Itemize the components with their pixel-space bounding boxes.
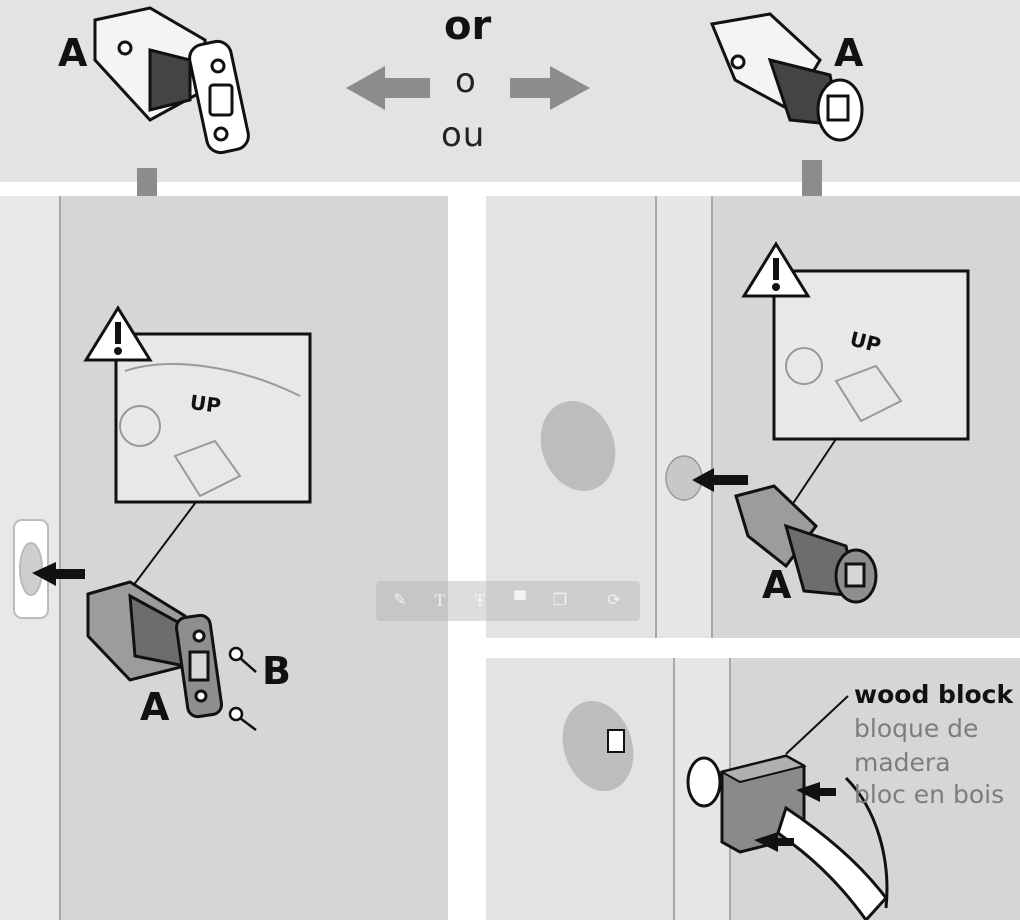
latch-label-right: A [762,563,792,607]
annotation-toolbar: ✎ T Ŧ ▀ ❐ ⟳ [376,581,640,621]
or-english: or [444,3,492,49]
layers-icon[interactable]: ❐ [552,592,568,609]
wood-block-panel: wood block bloque de madera bloc en bois [486,658,1020,920]
arrow-left-icon [346,66,430,110]
wood-block-label-fr: bloc en bois [854,780,1005,809]
latch-label-top-right: A [834,31,864,75]
arrow-right-icon [510,66,590,110]
latch-label-left: A [140,685,170,729]
screw-label-left: B [262,649,291,693]
right-door-panel: UP A [486,196,1020,638]
or-spanish: o [455,61,477,101]
rotate-icon[interactable]: ⟳ [607,592,621,609]
wood-block-label-es-2: madera [854,748,951,777]
wood-block-label-en: wood block [854,680,1014,709]
text-icon[interactable]: T [434,591,446,610]
stamp-icon[interactable]: ▀ [514,592,526,609]
latch-label-top-left: A [58,31,88,75]
left-door-panel: UP A B [0,196,448,920]
wood-block-label-es-1: bloque de [854,714,979,743]
callout-up-text: UP [188,389,223,419]
or-french: ou [441,115,486,155]
text-box-icon[interactable]: Ŧ [474,591,486,610]
pen-icon[interactable]: ✎ [393,592,407,609]
